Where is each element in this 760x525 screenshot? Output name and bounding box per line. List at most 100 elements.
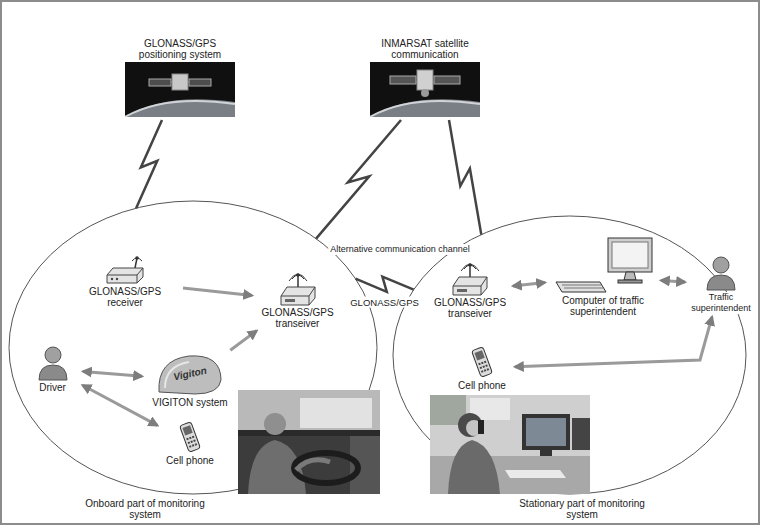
system-heading: Stationary part of monitoring system xyxy=(502,498,662,520)
phone-icon-part xyxy=(469,345,495,379)
satellite-picture xyxy=(125,62,235,117)
system-ellipse: Onboard part of monitoring systemGLONASS… xyxy=(8,200,378,495)
dispatcher-photo-part xyxy=(505,470,566,478)
trx-icon-part xyxy=(457,289,467,292)
phone-icon xyxy=(177,420,203,454)
person-icon-part xyxy=(45,347,61,363)
link-label: GLONASS/GPS xyxy=(348,297,421,308)
trx-icon-part xyxy=(285,299,295,302)
flow-arrow xyxy=(661,280,685,282)
phone-icon-part xyxy=(180,422,201,452)
dispatcher-photo-part xyxy=(478,420,484,434)
recv-icon-part xyxy=(107,268,143,283)
phone-icon xyxy=(469,345,495,379)
lightning-link xyxy=(316,120,401,239)
satellite-picture-part xyxy=(390,76,416,84)
receiver-node: GLONASS/GPS receiver xyxy=(70,255,180,308)
phone-icon-part xyxy=(480,366,483,369)
satellite-picture-part xyxy=(149,79,171,86)
satellite-picture-part xyxy=(189,79,211,86)
lightning-link xyxy=(356,277,414,292)
phone-icon-part xyxy=(186,438,189,441)
trx-icon-part xyxy=(453,277,487,295)
dispatcher-photo-part xyxy=(526,418,566,446)
phone-icon-part xyxy=(192,436,195,439)
comp-icon-part xyxy=(556,282,606,292)
phone-icon-part xyxy=(481,370,484,373)
device-label: Traffic superintendent xyxy=(688,292,754,314)
device-label: Driver xyxy=(38,382,67,393)
flow-arrow xyxy=(230,331,256,350)
phone-icon-part xyxy=(485,364,488,367)
ellipse-outline-shape xyxy=(393,216,746,494)
trx-icon-part xyxy=(450,262,490,296)
comp-icon-part xyxy=(608,238,652,272)
recv-icon-part xyxy=(116,278,118,280)
lightning-link xyxy=(136,120,162,208)
person-icon-part xyxy=(39,365,67,380)
device-label: GLONASS/GPS transeiver xyxy=(430,297,510,319)
recv-icon-part xyxy=(132,258,142,261)
phone-icon-part xyxy=(472,347,493,377)
comp-icon-part xyxy=(618,280,642,283)
system-ellipse: Stationary part of monitoring systemGLON… xyxy=(392,215,747,495)
person-icon-part xyxy=(705,255,737,291)
phone-icon-part xyxy=(190,440,193,443)
satellite-picture-part xyxy=(370,99,480,117)
device-label: Cell phone xyxy=(457,380,507,391)
satellite-picture-part xyxy=(172,74,188,90)
satellite-node: INMARSAT satellite communication xyxy=(365,38,485,117)
transceiver-node: GLONASS/GPS transeiver xyxy=(430,262,510,319)
person-icon xyxy=(705,255,737,291)
driver-photo xyxy=(238,390,380,494)
phone-icon-part xyxy=(478,363,481,366)
flow-arrow xyxy=(515,317,712,367)
comp-icon xyxy=(548,236,658,294)
comp-icon-part xyxy=(562,285,603,288)
recv-icon-part xyxy=(107,268,143,283)
satellite-picture-part xyxy=(370,62,480,117)
device-label: GLONASS/GPS transeiver xyxy=(255,307,340,329)
dispatcher-photo-part xyxy=(448,440,500,494)
phone-icon-part xyxy=(189,437,192,440)
satellite-picture-part xyxy=(421,89,429,97)
dispatcher-photo-part xyxy=(522,414,570,450)
driver-photo-part xyxy=(264,413,286,435)
phone-icon-part xyxy=(484,369,487,372)
phone-icon-part xyxy=(472,347,493,377)
phone-icon-part xyxy=(182,425,192,435)
satellite-picture-part xyxy=(125,101,235,117)
trx-icon-part xyxy=(281,287,315,305)
transceiver-node: GLONASS/GPS transeiver xyxy=(255,272,340,329)
flow-arrow xyxy=(513,283,545,286)
phone-node: Cell phone xyxy=(160,420,220,466)
device-label: GLONASS/GPS receiver xyxy=(70,286,180,308)
satellite-picture-part xyxy=(125,62,235,117)
driver-photo-part xyxy=(238,390,380,430)
phone-icon-part xyxy=(177,420,203,454)
dispatcher-photo-part xyxy=(540,450,552,456)
device-label: VIGITON system xyxy=(151,397,228,408)
comp-icon-part xyxy=(624,272,636,280)
person-icon-part xyxy=(37,345,69,381)
flow-arrow xyxy=(183,288,252,296)
recv-icon xyxy=(103,255,147,285)
phone-icon-part xyxy=(481,362,484,365)
comp-icon-part xyxy=(612,242,648,268)
ellipse-outline xyxy=(392,215,747,495)
flow-arrow xyxy=(83,371,142,376)
satellite-picture-part xyxy=(370,101,480,117)
driver-photo-part xyxy=(238,390,380,494)
recv-icon-part xyxy=(111,278,113,280)
satellite-picture-part xyxy=(125,62,235,117)
flow-arrow xyxy=(83,385,158,425)
lightning-link xyxy=(449,120,481,235)
trx-icon-part xyxy=(289,274,307,281)
computer-node: Computer of traffic superintendent xyxy=(548,236,658,317)
device-label: Cell phone xyxy=(165,455,215,466)
trx-icon-part xyxy=(278,272,318,306)
recv-icon-part xyxy=(103,255,147,285)
